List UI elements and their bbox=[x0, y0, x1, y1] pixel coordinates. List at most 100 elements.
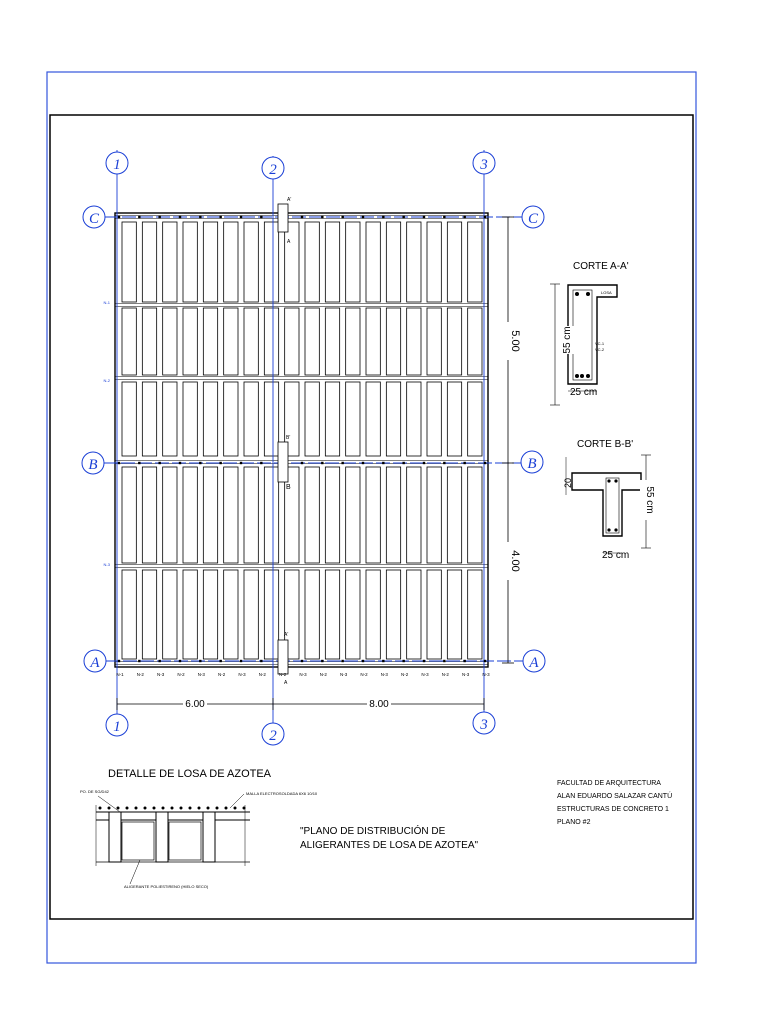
svg-text:C: C bbox=[89, 211, 100, 227]
row-joist-label: N-3 bbox=[104, 562, 111, 567]
inner-border bbox=[49, 114, 694, 920]
polystyrene-block bbox=[324, 466, 341, 564]
rebar-dot bbox=[215, 806, 219, 810]
svg-text:ALIGERANTES DE LOSA DE AZOTEA": ALIGERANTES DE LOSA DE AZOTEA" bbox=[300, 840, 478, 851]
joist-label: N-2 bbox=[442, 672, 450, 677]
rebar-dot bbox=[143, 806, 147, 810]
polystyrene-block bbox=[365, 569, 381, 660]
section-mark-middle: B' B bbox=[277, 435, 291, 491]
joist-label: N-3 bbox=[198, 672, 206, 677]
joist-tick bbox=[483, 461, 487, 465]
polystyrene-block bbox=[162, 307, 178, 376]
joist-label: N-2 bbox=[279, 672, 287, 677]
corte-aa-width: 25 cm bbox=[570, 387, 597, 398]
joist-label: N-2 bbox=[360, 672, 368, 677]
polystyrene-block bbox=[467, 569, 483, 660]
svg-text:ALIGERANTE POLIESTIRENO (HIELO: ALIGERANTE POLIESTIRENO (HIELO SECO) bbox=[124, 884, 209, 889]
joist-tick bbox=[117, 659, 121, 663]
polystyrene-block bbox=[385, 569, 402, 660]
joist-tick bbox=[178, 215, 182, 219]
joist-tick bbox=[341, 659, 344, 663]
joist-tick bbox=[260, 215, 263, 219]
corte-bb-width: 25 cm bbox=[602, 550, 629, 561]
svg-text:B: B bbox=[527, 456, 536, 472]
polystyrene-block bbox=[446, 307, 463, 376]
joist-label: N-3 bbox=[238, 672, 246, 677]
polystyrene-block bbox=[304, 307, 320, 376]
svg-text:VC-1: VC-1 bbox=[595, 341, 605, 346]
corte-aa-title: CORTE A-A' bbox=[573, 261, 629, 272]
polystyrene-block bbox=[243, 381, 259, 457]
polystyrene-block bbox=[426, 307, 442, 376]
polystyrene-block bbox=[406, 307, 422, 376]
dim-4-00: 4.00 bbox=[509, 550, 521, 571]
corte-bb-height: 55 cm bbox=[644, 486, 655, 513]
joist-tick bbox=[361, 461, 365, 465]
polystyrene-block bbox=[162, 466, 178, 564]
svg-text:2: 2 bbox=[269, 728, 277, 744]
joist-tick bbox=[463, 215, 466, 219]
rebar-dot bbox=[170, 806, 174, 810]
polystyrene-block bbox=[284, 221, 300, 303]
polystyrene-block bbox=[446, 569, 463, 660]
joist-tick bbox=[382, 461, 385, 465]
polystyrene-block bbox=[182, 221, 198, 303]
rebar-dot bbox=[188, 806, 192, 810]
polystyrene-block bbox=[202, 221, 219, 303]
joist-tick bbox=[138, 461, 141, 465]
grid-bubble-row-c-left: C bbox=[82, 205, 106, 229]
joist-tick bbox=[300, 659, 304, 663]
polystyrene-block bbox=[365, 307, 381, 376]
polystyrene-block bbox=[141, 221, 158, 303]
joist-label: N-3 bbox=[299, 672, 307, 677]
polystyrene-block bbox=[141, 569, 158, 660]
svg-text:ALAN EDUARDO SALAZAR CANTÚ: ALAN EDUARDO SALAZAR CANTÚ bbox=[557, 791, 672, 800]
polystyrene-block bbox=[182, 307, 198, 376]
corte-aa: CORTE A-A' LOSA VC-1 VC-2 55 cm 25 cm bbox=[550, 261, 629, 406]
polystyrene-block bbox=[121, 569, 137, 660]
polystyrene-block bbox=[324, 307, 341, 376]
rebar-dot bbox=[134, 806, 138, 810]
joist-tick bbox=[117, 461, 121, 465]
svg-text:B: B bbox=[286, 484, 291, 491]
joist-tick bbox=[382, 215, 385, 219]
polystyrene-block bbox=[202, 307, 219, 376]
joist-tick bbox=[463, 659, 466, 663]
polystyrene-block bbox=[467, 307, 483, 376]
joist-tick bbox=[117, 215, 121, 219]
joist-tick bbox=[341, 461, 344, 465]
svg-text:A': A' bbox=[287, 197, 291, 203]
polystyrene-block bbox=[304, 381, 320, 457]
svg-text:1: 1 bbox=[113, 719, 121, 735]
polystyrene-block bbox=[406, 569, 422, 660]
section-mark-top: A' A bbox=[277, 197, 291, 245]
polystyrene-block bbox=[365, 221, 381, 303]
polystyrene-block bbox=[263, 307, 280, 376]
grid-bubble-col-2-bottom: 2 bbox=[261, 722, 285, 746]
joist-tick bbox=[260, 659, 263, 663]
polystyrene-block bbox=[284, 381, 300, 457]
polystyrene-block bbox=[365, 381, 381, 457]
polystyrene-block bbox=[365, 466, 381, 564]
joist-tick bbox=[483, 659, 487, 663]
corte-bb-title: CORTE B-B' bbox=[577, 439, 633, 450]
polystyrene-block bbox=[263, 466, 280, 564]
polystyrene-block bbox=[284, 466, 300, 564]
polystyrene-block bbox=[446, 381, 463, 457]
svg-text:FACULTAD DE ARQUITECTURA: FACULTAD DE ARQUITECTURA bbox=[557, 780, 661, 787]
joist-label: N-3 bbox=[381, 672, 389, 677]
rebar-dot bbox=[161, 806, 165, 810]
svg-text:A: A bbox=[287, 239, 291, 245]
svg-text:PLANO #2: PLANO #2 bbox=[557, 819, 591, 826]
polystyrene-block bbox=[202, 381, 219, 457]
polystyrene-block bbox=[223, 381, 239, 457]
joist-tick bbox=[443, 659, 446, 663]
joist-tick bbox=[239, 659, 243, 663]
joist-tick bbox=[402, 461, 405, 465]
row-joist-label: N-1 bbox=[104, 300, 111, 305]
polystyrene-block bbox=[446, 221, 463, 303]
svg-text:3: 3 bbox=[479, 157, 488, 173]
joist-tick bbox=[199, 461, 202, 465]
title-block: FACULTAD DE ARQUITECTURA ALAN EDUARDO SA… bbox=[557, 780, 672, 826]
joist-label: N-3 bbox=[482, 672, 490, 677]
